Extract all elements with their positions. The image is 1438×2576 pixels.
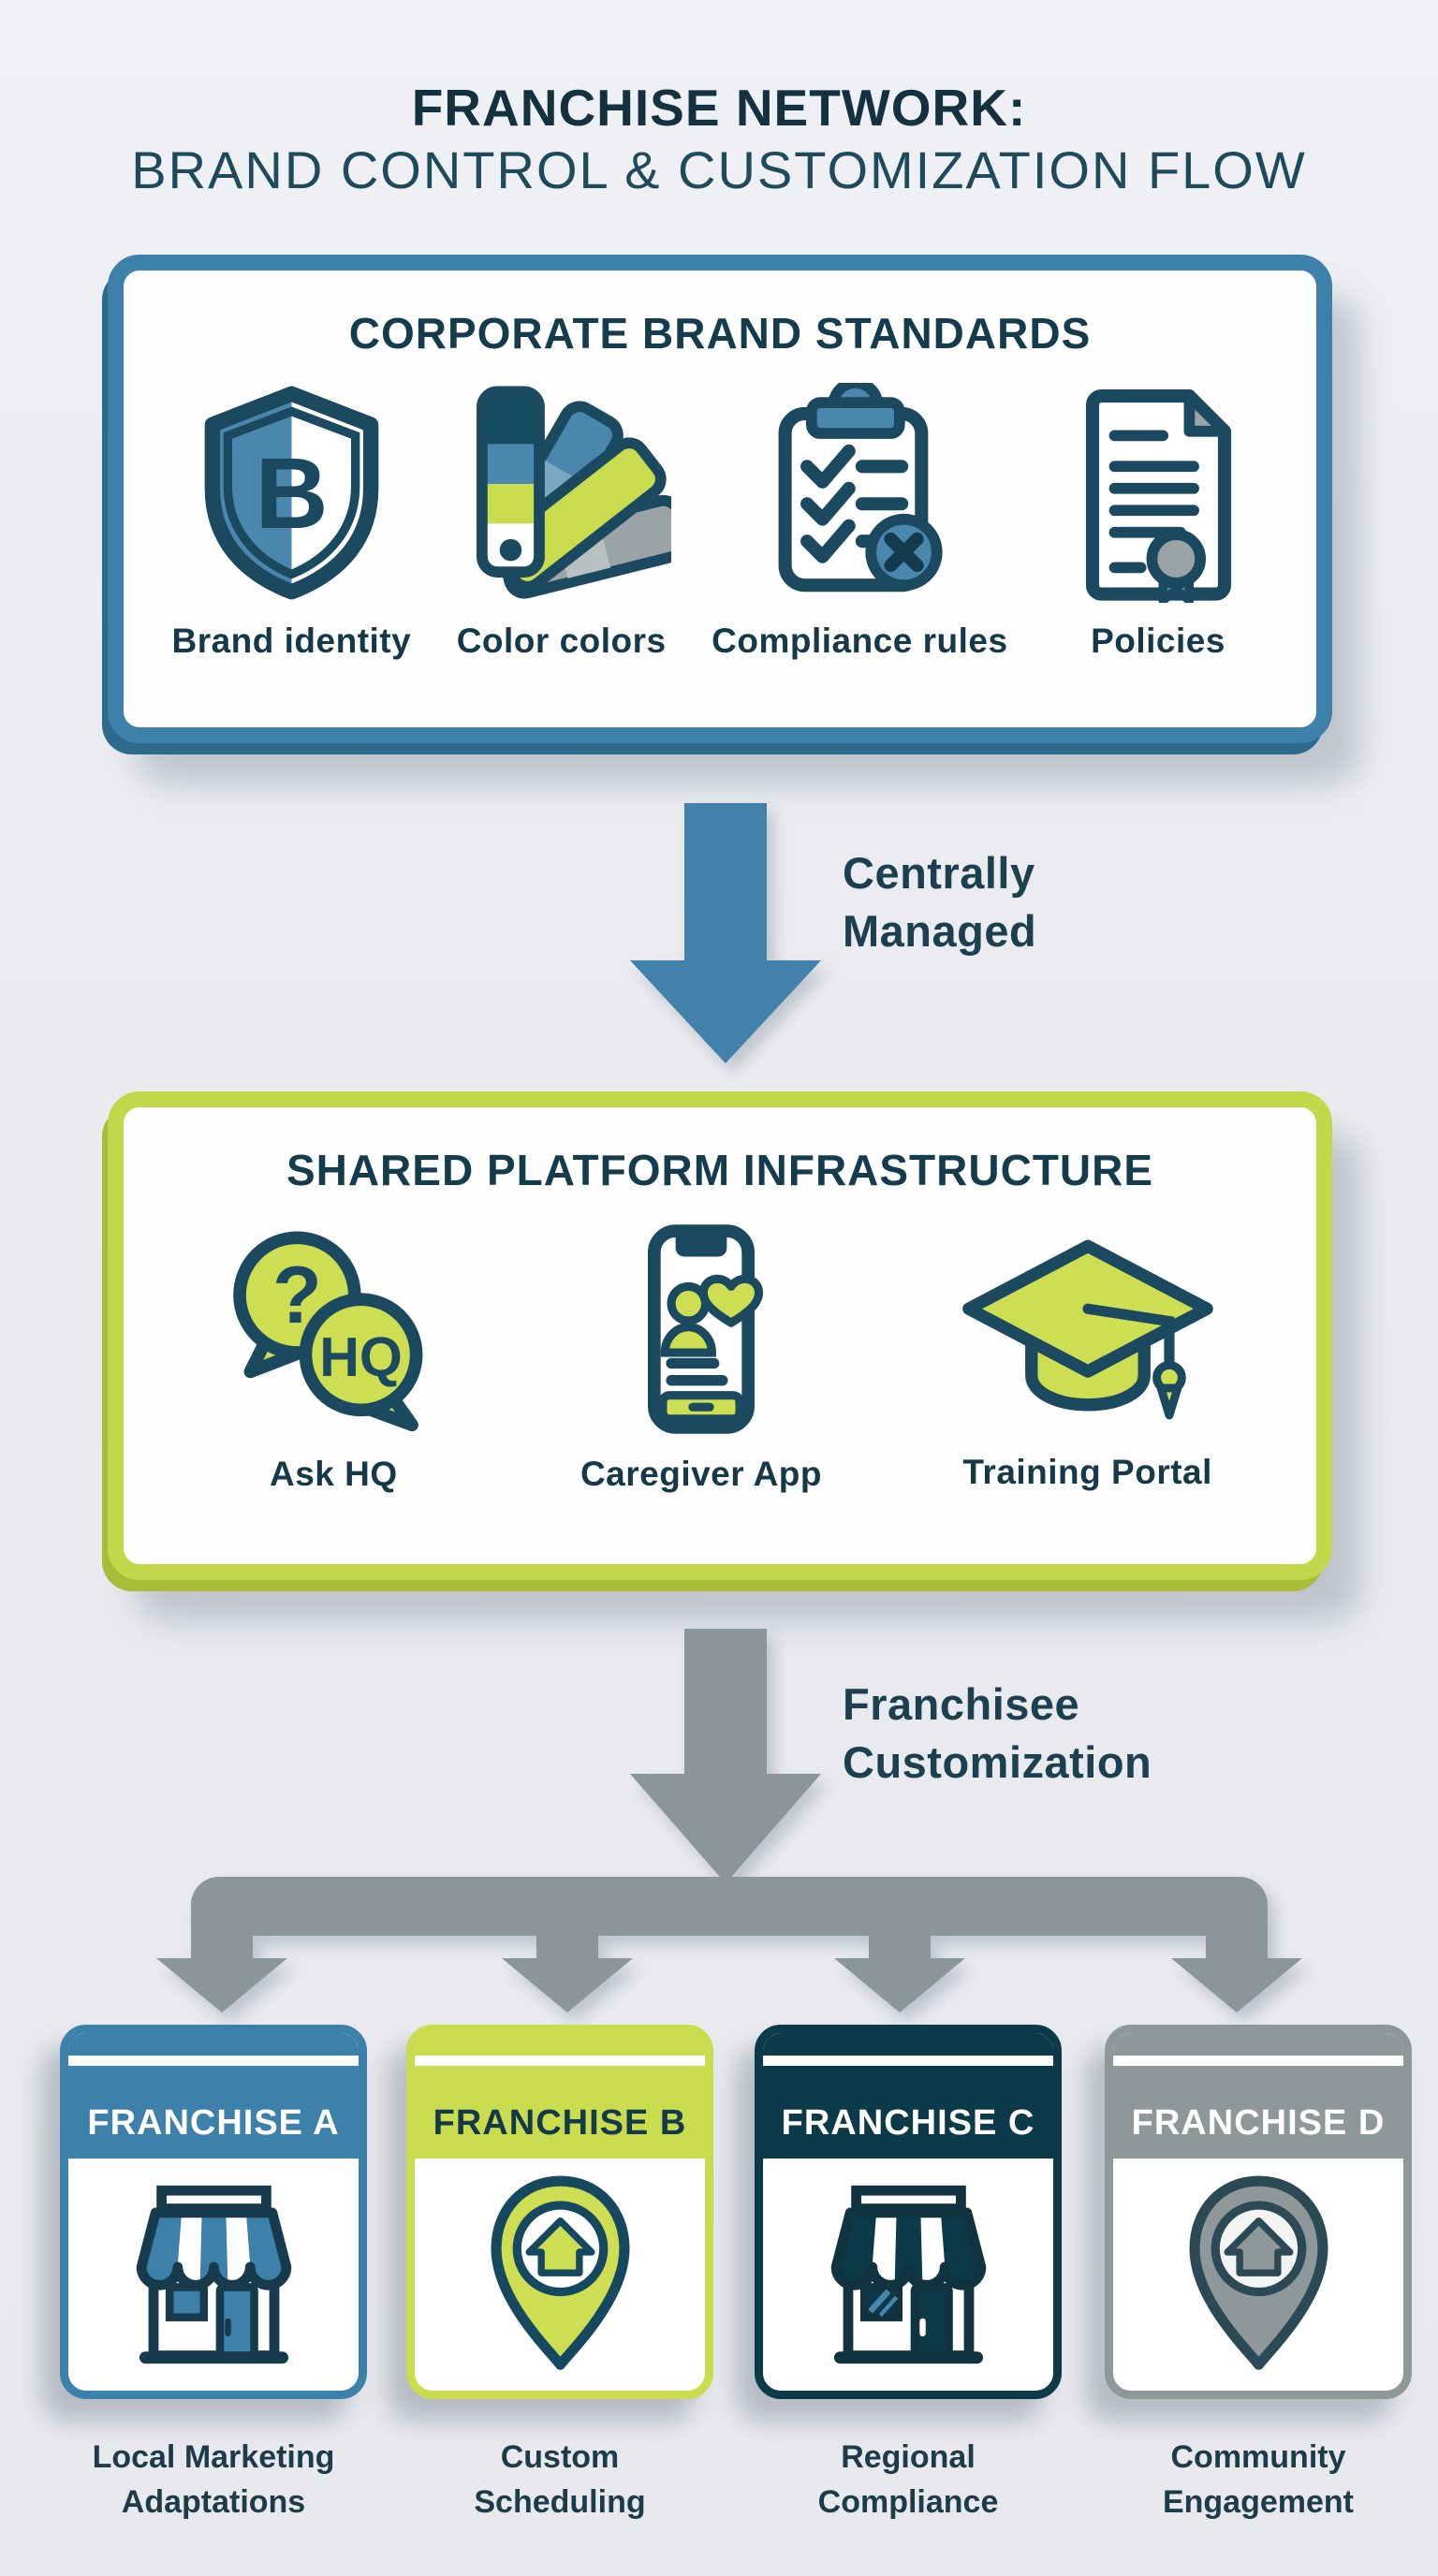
- branch-connector: [156, 1877, 1302, 2012]
- platform-box-title: SHARED PLATFORM INFRASTRUCTURE: [286, 1146, 1154, 1194]
- color-swatches-icon: [477, 386, 672, 599]
- card-caption-a: Local Marketing Adaptations: [92, 2439, 335, 2520]
- card-caption-b: Custom Scheduling: [474, 2439, 646, 2520]
- card-body: [415, 2159, 705, 2391]
- card-title: FRANCHISE A: [87, 2103, 340, 2143]
- card-header-stripe: [415, 2056, 705, 2066]
- centrally-managed-arrow-icon: [630, 803, 821, 1063]
- hq-glyph: HQ: [320, 1326, 404, 1388]
- graduation-cap-icon: [961, 1239, 1213, 1419]
- icon-label: Training Portal: [962, 1452, 1212, 1491]
- icon-item-brand-identity: B Brand identity: [171, 383, 411, 661]
- card-header: FRANCHISE D: [1113, 2033, 1403, 2159]
- franchise-card-a: FRANCHISE A: [60, 2025, 367, 2399]
- icon-item-training-portal: Training Portal: [952, 1225, 1224, 1492]
- icon-label: Brand identity: [171, 621, 412, 660]
- card-header-stripe: [1113, 2056, 1403, 2066]
- card-title: FRANCHISE D: [1131, 2103, 1386, 2143]
- shared-platform-box: SHARED PLATFORM INFRASTRUCTURE ? HQ Ask …: [108, 1091, 1332, 1580]
- card-caption-d: Community Engagement: [1162, 2439, 1355, 2520]
- icon-label: Ask HQ: [269, 1455, 398, 1493]
- icon-label: Color colors: [456, 621, 667, 660]
- icon-item-policies: Policies: [1049, 383, 1269, 661]
- card-header: FRANCHISE B: [415, 2033, 705, 2159]
- title-line-1: FRANCHISE NETWORK:: [411, 79, 1027, 137]
- icon-item-compliance-rules: Compliance rules: [712, 382, 1008, 661]
- map-pin-home-icon: [1189, 2175, 1328, 2370]
- title-line-2: BRAND CONTROL & CUSTOMIZATION FLOW: [131, 140, 1307, 200]
- caregiver-phone-icon: [647, 1224, 764, 1434]
- corporate-box-title: CORPORATE BRAND STANDARDS: [348, 309, 1092, 358]
- icon-label: Policies: [1091, 621, 1225, 660]
- franchise-card-d: FRANCHISE D: [1105, 2025, 1412, 2399]
- compliance-clipboard-icon: [778, 382, 943, 592]
- card-caption-c: Regional Compliance: [817, 2439, 999, 2520]
- franchisee-customization-arrow-icon: [630, 1629, 821, 1883]
- franchise-card-b: FRANCHISE B: [406, 2025, 713, 2399]
- hq-chat-bubbles-icon: ? HQ: [233, 1231, 423, 1432]
- corporate-standards-box: CORPORATE BRAND STANDARDS B Brand identi…: [108, 255, 1332, 743]
- card-header-stripe: [68, 2056, 359, 2066]
- card-body: [763, 2159, 1053, 2391]
- infographic-title: FRANCHISE NETWORK: BRAND CONTROL & CUSTO…: [0, 79, 1438, 203]
- platform-icon-row: ? HQ Ask HQ Caregiver App: [124, 1195, 1316, 1564]
- icon-item-color-colors: Color colors: [451, 383, 672, 661]
- map-pin-home-icon: [491, 2175, 629, 2370]
- storefront-icon: [830, 2185, 986, 2364]
- card-body: [68, 2159, 359, 2391]
- card-header-stripe: [763, 2056, 1053, 2066]
- shield-letter: B: [255, 436, 328, 549]
- storefront-icon: [136, 2185, 291, 2364]
- icon-item-ask-hq: ? HQ Ask HQ: [216, 1222, 450, 1494]
- flow-label-franchisee-customization: Franchisee Customization: [843, 1679, 1152, 1788]
- flow-label-centrally-managed: Centrally Managed: [843, 848, 1037, 957]
- corporate-icon-row: B Brand identity Color colors: [124, 359, 1316, 727]
- policy-document-icon: [1085, 388, 1231, 603]
- franchise-card-c: FRANCHISE C: [755, 2025, 1062, 2399]
- card-header: FRANCHISE A: [68, 2033, 359, 2159]
- card-title: FRANCHISE C: [781, 2103, 1035, 2143]
- icon-item-caregiver-app: Caregiver App: [580, 1222, 822, 1494]
- card-body: [1113, 2159, 1403, 2391]
- card-header: FRANCHISE C: [763, 2033, 1053, 2159]
- card-title: FRANCHISE B: [433, 2103, 687, 2143]
- icon-label: Compliance rules: [712, 621, 1008, 660]
- icon-label: Caregiver App: [580, 1455, 822, 1493]
- brand-shield-icon: B: [204, 386, 379, 599]
